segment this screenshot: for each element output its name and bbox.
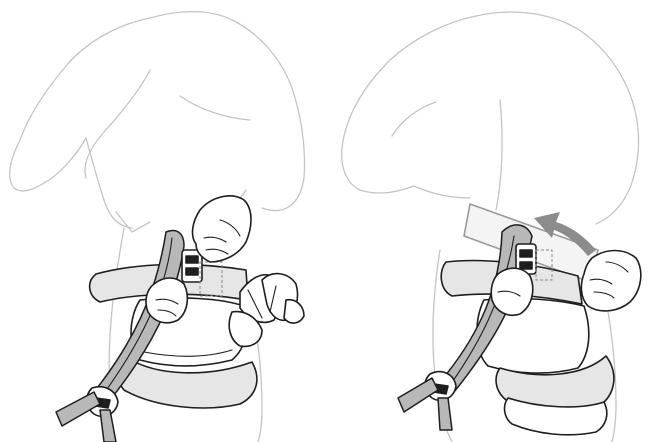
- left-upper-hand: [193, 196, 251, 262]
- left-lower-hand: [146, 278, 187, 323]
- right-panel: [342, 12, 641, 442]
- right-left-hand: [491, 268, 533, 315]
- left-panel: [10, 12, 305, 442]
- right-right-hand: [581, 251, 640, 311]
